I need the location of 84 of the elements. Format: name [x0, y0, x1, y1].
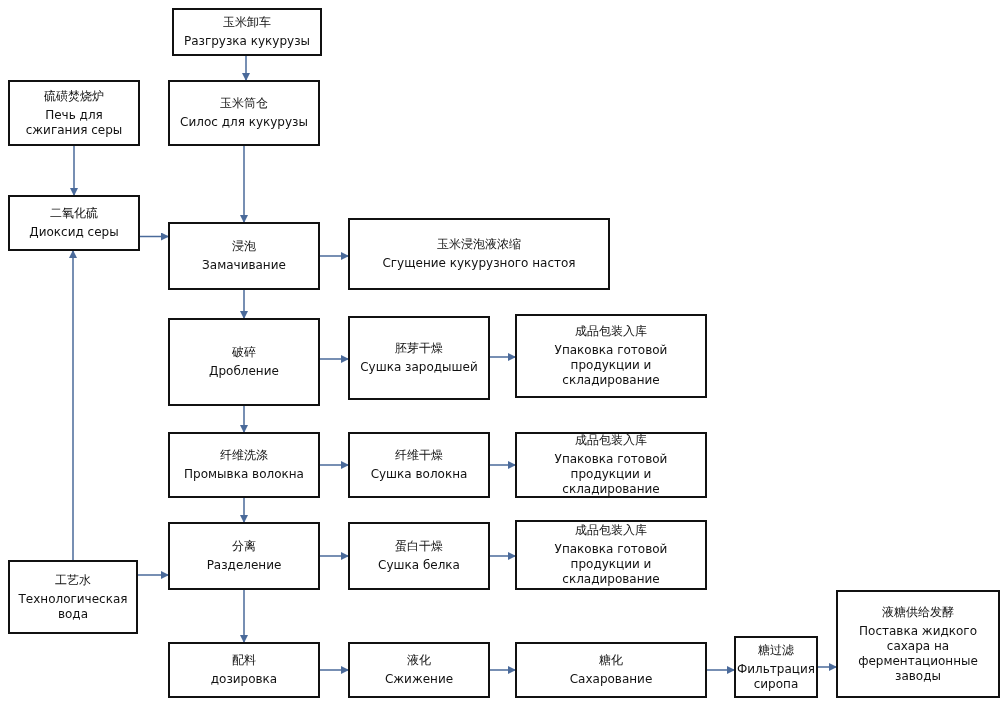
- process-box: [515, 520, 707, 590]
- box-heading: 纤维洗涤: [220, 448, 268, 463]
- process-box: [8, 80, 140, 146]
- arrow: [319, 355, 349, 363]
- box-text: Печь для сжигания серы: [24, 107, 124, 138]
- process-box: [8, 195, 140, 251]
- arrow: [240, 145, 248, 223]
- arrow: [69, 250, 77, 561]
- box-heading: 成品包装入库: [575, 324, 647, 339]
- box-text: Упаковка готовой продукции и складирование: [553, 343, 669, 388]
- process-box: [8, 560, 138, 634]
- box-text: Поставка жидкого сахара на ферментационные заводы: [857, 623, 979, 684]
- box-heading: 胚芽干燥: [395, 341, 443, 356]
- box-text: Сахарование: [569, 672, 653, 687]
- arrow: [240, 497, 248, 523]
- box-heading: 蛋白干燥: [395, 539, 443, 554]
- box-text: Разделение: [206, 558, 282, 573]
- box-heading: 成品包装入库: [575, 433, 647, 448]
- box-text: Разгрузка кукурузы: [183, 34, 311, 49]
- arrow: [242, 55, 250, 81]
- box-text: Упаковка готовой продукции и складирование: [553, 542, 669, 587]
- arrow: [489, 552, 516, 560]
- arrow: [70, 145, 78, 196]
- process-box: [515, 314, 707, 398]
- process-box: [168, 222, 320, 290]
- arrow: [817, 663, 837, 671]
- box-heading: 分离: [232, 539, 256, 554]
- arrow: [489, 461, 516, 469]
- process-box: [348, 218, 610, 290]
- arrow: [489, 666, 516, 674]
- box-heading: 配料: [232, 653, 256, 668]
- box-text: Диоксид серы: [29, 225, 119, 240]
- box-text: Сушка белка: [378, 558, 460, 573]
- box-heading: 玉米浸泡液浓缩: [437, 237, 521, 252]
- box-heading: 液糖供给发酵: [882, 604, 954, 620]
- box-text: Технологическая вода: [17, 591, 129, 622]
- arrow: [319, 252, 349, 260]
- box-text: Фильтрация сиропа: [737, 661, 815, 692]
- box-text: Силос для кукурузы: [180, 115, 308, 130]
- process-box: [348, 522, 490, 590]
- process-box: [515, 642, 707, 698]
- process-box: [348, 316, 490, 400]
- arrow: [706, 666, 735, 674]
- process-box: [836, 590, 1000, 698]
- box-text: Сушка зародышей: [360, 360, 478, 375]
- process-box: [348, 432, 490, 498]
- arrow: [139, 232, 169, 241]
- box-heading: 糖过滤: [758, 642, 794, 658]
- box-text: Упаковка готовой продукции и складирование: [553, 452, 669, 497]
- box-heading: 浸泡: [232, 239, 256, 254]
- box-heading: 成品包装入库: [575, 523, 647, 538]
- process-box: [168, 522, 320, 590]
- arrow: [489, 353, 516, 361]
- box-heading: 液化: [407, 653, 431, 668]
- arrow: [319, 666, 349, 674]
- box-heading: 硫磺焚烧炉: [44, 88, 104, 104]
- process-box: [168, 642, 320, 698]
- arrow: [240, 289, 248, 319]
- box-heading: 工艺水: [55, 572, 91, 588]
- process-box: [348, 642, 490, 698]
- box-text: дозировка: [210, 672, 278, 687]
- box-text: Сушка волокна: [370, 467, 468, 482]
- process-box: [168, 432, 320, 498]
- box-text: Замачивание: [202, 258, 286, 273]
- arrow: [240, 405, 248, 433]
- box-text: Сгущение кукурузного настоя: [382, 256, 576, 271]
- process-box: [515, 432, 707, 498]
- arrow: [240, 589, 248, 643]
- box-heading: 破碎: [232, 345, 256, 360]
- box-heading: 糖化: [599, 653, 623, 668]
- arrow: [319, 461, 349, 469]
- process-box: [172, 8, 322, 56]
- arrow: [319, 552, 349, 560]
- box-heading: 二氧化硫: [50, 206, 98, 221]
- box-heading: 玉米卸车: [223, 15, 271, 30]
- process-box: [734, 636, 818, 698]
- arrow: [137, 571, 169, 579]
- box-heading: 玉米筒仓: [220, 96, 268, 111]
- box-text: Промывка волокна: [184, 467, 304, 482]
- process-box: [168, 80, 320, 146]
- box-text: Дробление: [209, 364, 279, 379]
- box-heading: 纤维干燥: [395, 448, 443, 463]
- process-box: [168, 318, 320, 406]
- box-text: Сжижение: [384, 672, 454, 687]
